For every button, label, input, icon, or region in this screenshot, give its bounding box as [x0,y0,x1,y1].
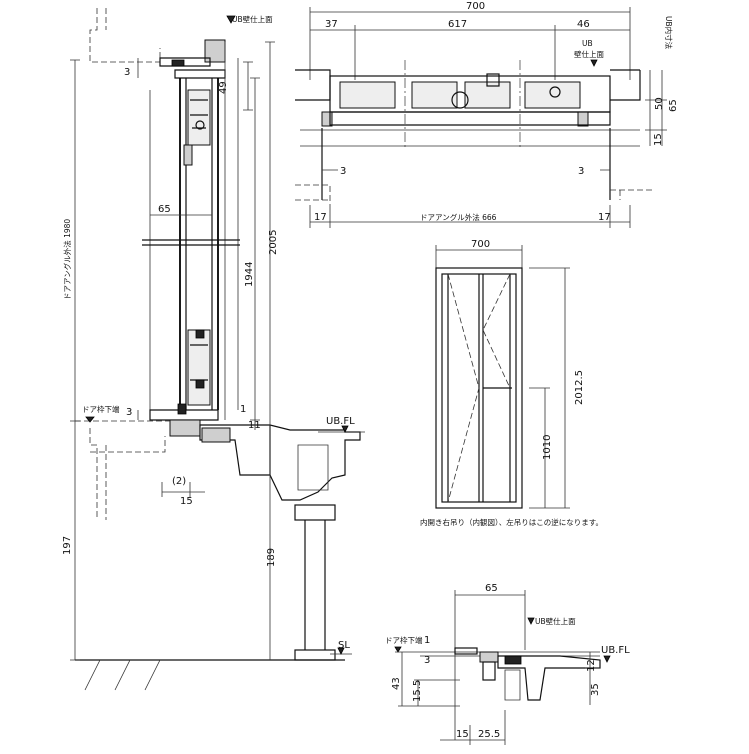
det-dim-15-5: 15.5 [412,680,423,702]
door-angle-outer-h-label: ドアアングル外法 666 [420,212,497,222]
sl-label: SL [338,640,350,651]
plan-dim-15: 15 [653,133,664,146]
plan-ub-label: UB [582,39,593,48]
elev-dim-2012: 2012.5 [574,370,585,405]
plan-dim-17-left: 17 [314,212,327,223]
elevation-caption: 内開き右吊り（内観図）、左吊りはこの逆になります。 [420,517,603,527]
plan-wall-top-label: 壁仕上面 [574,49,604,59]
plan-dim-50: 50 [654,97,665,110]
plan-view: 700 37 617 46 UB 壁仕上面 UB内寸法 50 65 15 [295,1,679,228]
det-dim-1: 1 [424,635,430,646]
plan-dim-17-right: 17 [598,212,611,223]
plan-dim-37: 37 [325,19,338,30]
ub-fl-label: UB.FL [326,416,355,427]
dim-15: 15 [180,496,193,507]
plan-dim-46: 46 [577,19,590,30]
plan-dim-3-left: 3 [340,166,346,177]
sill-detail: 65 UB壁仕上面 ドア枠下端 1 3 UB.FL 43 15.5 12 35 … [385,583,630,745]
det-ub-wall-top-label: UB壁仕上面 [535,616,576,626]
vertical-section: UB壁仕上面 3 49 ドアアングル外法 1980 65 1944 2005 ド… [62,8,365,691]
plan-dim-3-right: 3 [578,166,584,177]
det-dim-3: 3 [424,655,430,666]
dim-11: 11 [248,420,261,431]
det-ub-fl-label: UB.FL [601,645,630,656]
elevation-view: 700 2012.5 1010 内開き右吊り（内観図）、左吊りはこの逆になります… [420,239,603,527]
plan-dim-700: 700 [466,1,485,12]
ub-wall-top-label: UB壁仕上面 [232,14,273,24]
plan-dim-65: 65 [668,99,679,112]
det-dim-15: 15 [456,729,469,740]
dim-3-bot: 3 [126,407,132,418]
det-door-frame-bottom-label: ドア枠下端 [385,635,423,645]
dim-49: 49 [218,81,229,94]
elev-dim-1010: 1010 [542,435,553,460]
dim-2: (2) [172,476,186,487]
dim-1944: 1944 [244,262,255,287]
door-angle-outer-v-label: ドアアングル外法 1980 [62,219,72,300]
plan-dim-617: 617 [448,19,467,30]
det-dim-35: 35 [590,683,601,696]
dim-189: 189 [266,548,277,567]
door-frame-bottom-label: ドア枠下端 [82,404,120,414]
det-dim-65: 65 [485,583,498,594]
dim-65: 65 [158,204,171,215]
elev-dim-700: 700 [471,239,490,250]
det-dim-12: 12 [586,659,597,672]
dim-3-top: 3 [124,67,130,78]
det-dim-25-5: 25.5 [478,729,500,740]
dim-1: 1 [240,404,246,415]
det-dim-43: 43 [391,677,402,690]
dim-2005: 2005 [268,230,279,255]
dim-197: 197 [62,536,73,555]
ub-inner-label: UB内寸法 [664,16,674,50]
